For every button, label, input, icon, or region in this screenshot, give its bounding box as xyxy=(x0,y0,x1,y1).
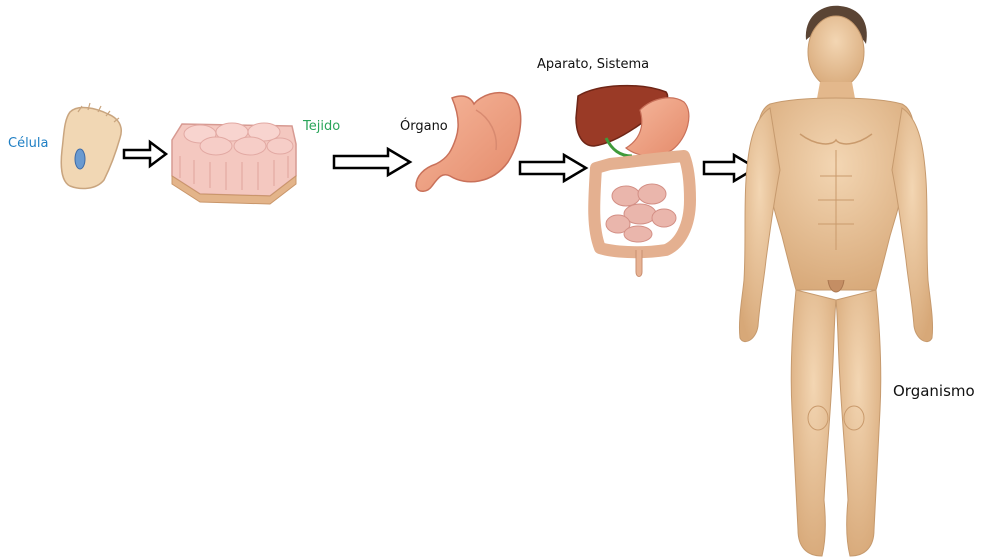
system-label: Aparato, Sistema xyxy=(537,57,649,72)
tissue-label: Tejido xyxy=(303,119,340,134)
organism-label: Organismo xyxy=(893,382,975,400)
human-body-illustration xyxy=(739,6,932,556)
cell-label: Célula xyxy=(8,136,49,151)
arrow-right-icon xyxy=(124,142,166,166)
digestive-system-illustration xyxy=(576,86,690,277)
stomach-illustration xyxy=(416,93,521,192)
organ-label: Órgano xyxy=(400,119,448,134)
tissue-illustration xyxy=(172,123,296,204)
arrow-right-icon xyxy=(334,149,410,175)
cell-illustration xyxy=(61,103,121,188)
arrow-right-icon xyxy=(520,155,586,181)
